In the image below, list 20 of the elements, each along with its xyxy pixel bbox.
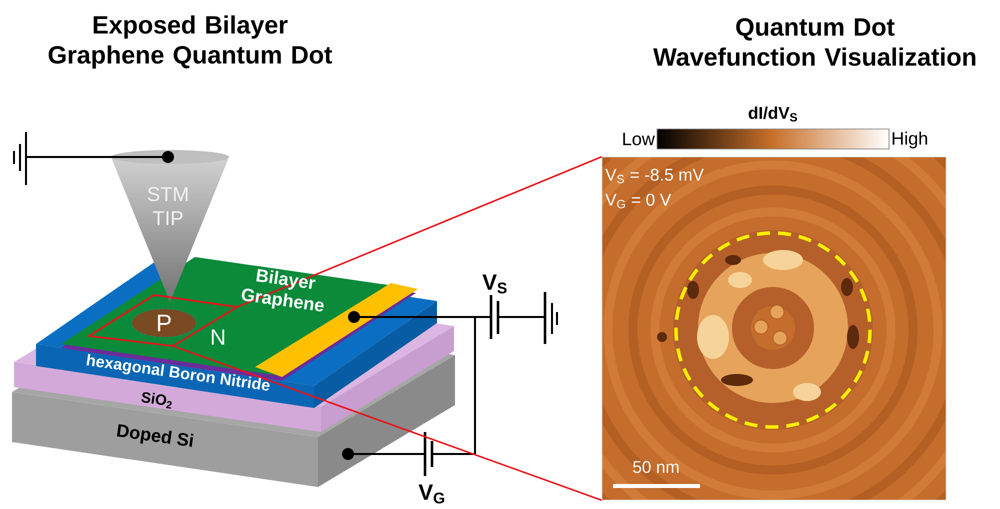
zoom-region-outline (88, 294, 238, 347)
layer-label: hexagonal Boron Nitride (86, 354, 270, 391)
voltage-label: V$_{S}$ (482, 274, 507, 294)
stm-image (602, 156, 946, 500)
colorbar-label: Low (623, 132, 655, 146)
tip-label: STM TIP (148, 187, 188, 225)
colorbar-label: High (892, 132, 928, 148)
measurement-label: V$_{S}$ = -8.5 mV (605, 168, 704, 184)
measurement-label: V$_{G}$ = 0 V (605, 194, 672, 208)
voltage-label: V$_{G}$ (418, 484, 444, 504)
colorbar-title: dI/dV$_{S}$ (748, 106, 798, 122)
region-label: P (158, 314, 171, 332)
region-label: N (212, 329, 224, 345)
heading: Exposed Bilayer Graphene Quantum Dot (48, 15, 332, 69)
layer-label: Doped Si (116, 424, 194, 447)
scale-label: 50 nm (633, 460, 678, 474)
zoom-line (236, 156, 602, 308)
layer-label: SiO$_{2}$ (141, 392, 172, 409)
layer-label: Bilayer Graphene (242, 268, 324, 312)
heading: Quantum Dot Wavefunction Visualization (653, 18, 976, 66)
